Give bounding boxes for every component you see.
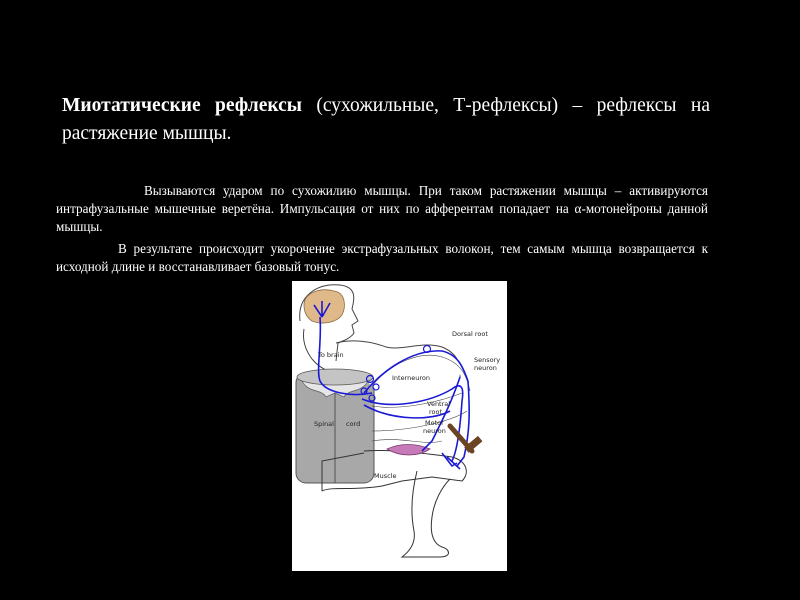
brain-shape — [303, 289, 345, 324]
label-sensory-neuron: neuron — [474, 364, 497, 372]
reflex-hammer-icon — [447, 423, 483, 454]
slide-body: Вызываются ударом по сухожилию мышцы. Пр… — [56, 182, 708, 280]
label-muscle: Muscle — [374, 472, 397, 480]
label-dorsal-root: Dorsal root — [452, 330, 488, 338]
label-cord: cord — [346, 420, 360, 428]
reflex-arc-illustration: To brain Dorsal root Sensory neuron Inte… — [292, 281, 507, 571]
label-to-brain: To brain — [317, 351, 344, 359]
label-motor-neuron: neuron — [423, 427, 446, 435]
label-spinal: Spinal — [314, 420, 334, 428]
label-ventral-root: root — [429, 408, 442, 416]
label-ventral: Ventral — [427, 400, 450, 408]
nerve-pathways — [313, 301, 470, 470]
label-motor: Motor — [425, 419, 444, 427]
slide-title: Миотатические рефлексы (сухожильные, Т-р… — [62, 92, 710, 148]
paragraph-result: В результате происходит укорочение экстр… — [56, 241, 708, 274]
label-sensory: Sensory — [474, 356, 500, 364]
title-bold-term: Миотатические рефлексы — [62, 95, 303, 116]
spinal-cord — [295, 368, 375, 484]
paragraph-stimulus: Вызываются ударом по сухожилию мышцы. Пр… — [56, 183, 708, 234]
label-interneuron: Interneuron — [392, 374, 430, 382]
title-description: (сухожильные, Т-рефлексы) – рефлексы на … — [62, 95, 710, 144]
muscle-shape — [386, 444, 431, 456]
